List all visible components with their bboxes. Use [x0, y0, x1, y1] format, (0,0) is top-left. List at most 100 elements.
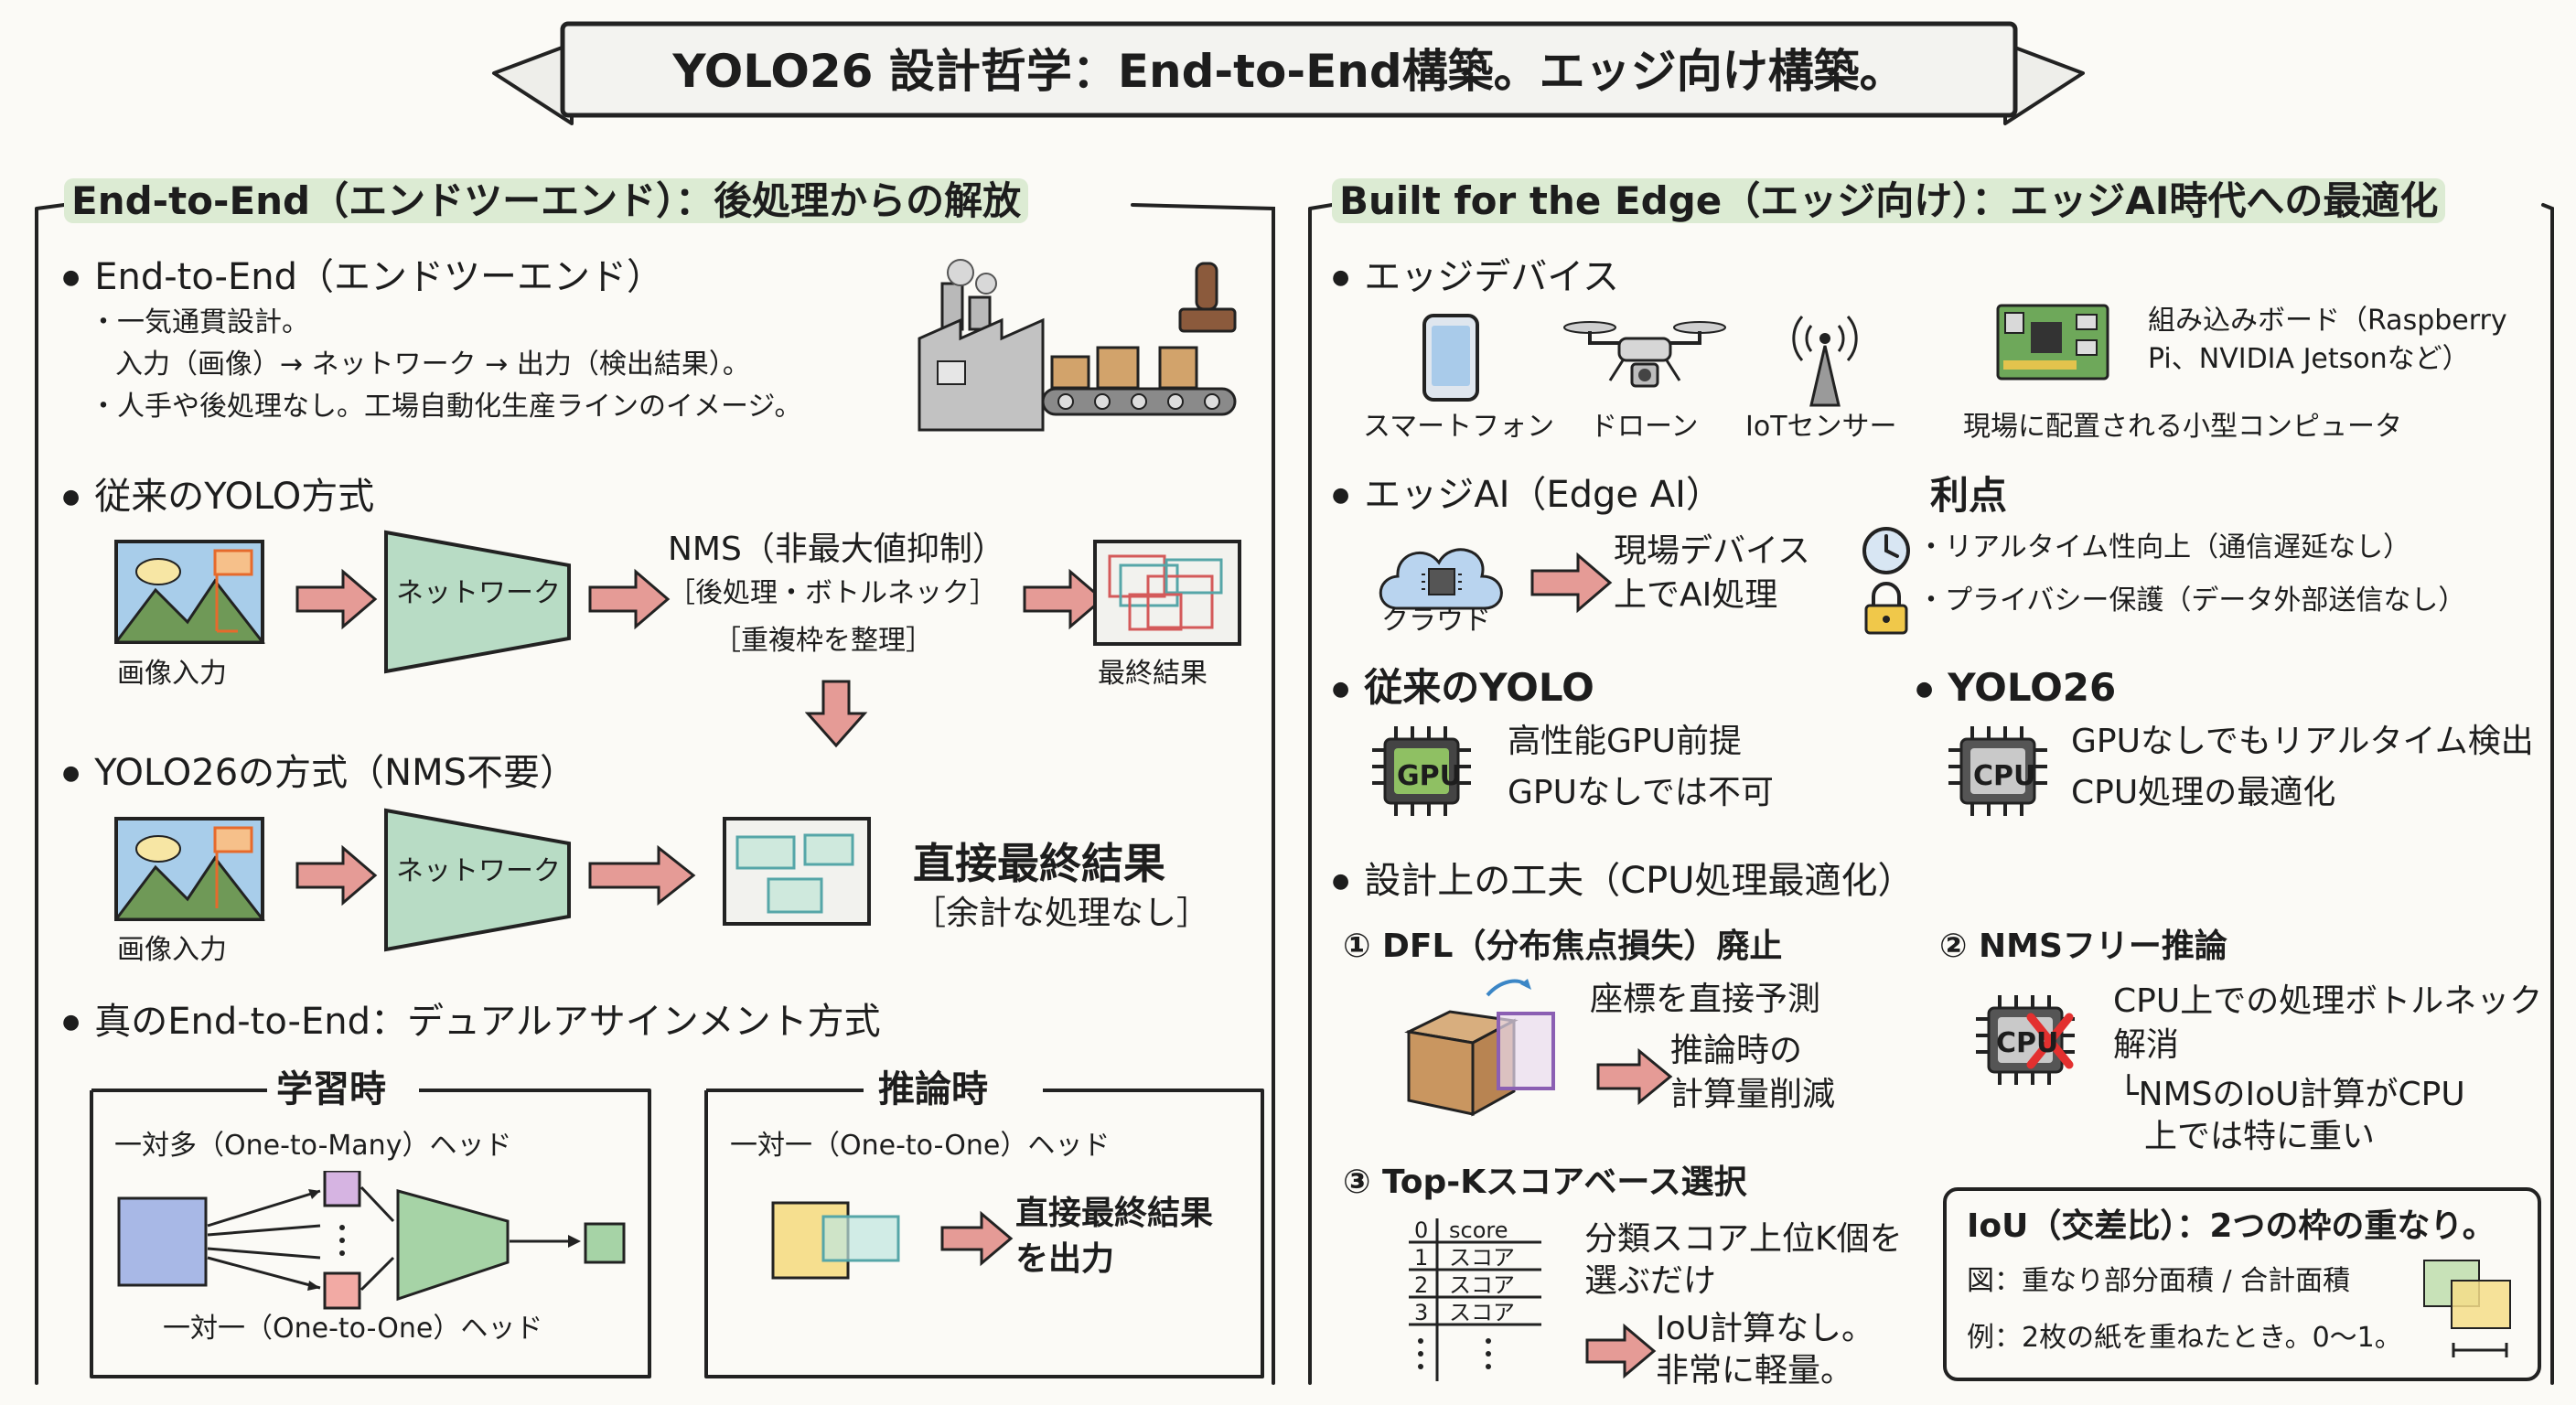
gpu-chip-label: GPU [1397, 760, 1462, 792]
s1-line1: ・一気通貫設計。 [90, 306, 309, 338]
benefits-title: 利点 [1930, 473, 2008, 518]
benefit1: ・リアルタイム性向上（通信遅延なし） [1917, 531, 2411, 563]
nms-line3: └NMSのIoU計算がCPU [2119, 1076, 2465, 1113]
topk-line2: 選ぶだけ [1584, 1262, 1717, 1300]
yolo26-line2: CPU処理の最適化 [2071, 774, 2336, 811]
topk-title: ③ Top-Kスコアベース選択 [1343, 1164, 1747, 1201]
arrow-icon [588, 844, 696, 906]
nms-line2: 解消 [2113, 1026, 2180, 1064]
iot-label: IoTセンサー [1745, 411, 1897, 443]
image-input-icon-2 [114, 817, 266, 921]
arrow-icon [295, 844, 378, 906]
s3-result-title: 直接最終結果 [913, 839, 1165, 888]
section-end-to-end-heading: End-to-End（エンドツーエンド） [62, 256, 663, 298]
box-coordinate-icon [1404, 979, 1555, 1117]
edge-devices-heading: エッジデバイス [1332, 256, 1619, 298]
cpu-chip-icon [1948, 726, 2047, 816]
factory-icon [918, 259, 1237, 432]
infer-result2: を出力 [1015, 1240, 1115, 1278]
embedded-board-icon [1996, 304, 2109, 381]
title-banner-shape [492, 21, 2085, 125]
train-head1: 一対多（One-to-Many）ヘッド [114, 1130, 512, 1162]
topk-head-score: score [1449, 1217, 1508, 1243]
edge-process-line1: 現場デバイス [1614, 532, 1810, 570]
legacy-line1: 高性能GPU前提 [1508, 723, 1742, 760]
section-legacy-yolo-heading: 従来のYOLO方式 [62, 476, 374, 518]
s3-input-label: 画像入力 [117, 934, 227, 966]
s1-line3: ・人手や後処理なし。工場自動化生産ラインのイメージ。 [90, 391, 802, 423]
smartphone-icon [1422, 314, 1479, 402]
infer-title: 推論時 [878, 1068, 988, 1110]
topk-line3: IoU計算なし。 [1656, 1310, 1874, 1347]
s3-network-label: ネットワーク [396, 855, 561, 887]
down-arrow-icon [805, 680, 868, 748]
topk-line4: 非常に軽量。 [1656, 1352, 1854, 1389]
yolo26-heading: YOLO26 [1916, 665, 2116, 710]
arrow-icon [1585, 1323, 1657, 1379]
board-line1: 組み込みボード（Raspberry [2148, 305, 2507, 337]
s1-line2: 入力（画像）→ ネットワーク → 出力（検出結果）。 [115, 349, 750, 381]
legacy-line2: GPUなしでは不可 [1508, 774, 1774, 811]
infer-result1: 直接最終結果 [1015, 1195, 1214, 1232]
image-input-icon-1 [114, 540, 266, 644]
gpu-chip-icon [1372, 726, 1471, 816]
iou-line1: IoU（交差比）：2つの枠の重なり。 [1967, 1207, 2496, 1245]
dfl-line3: 計算量削減 [1670, 1076, 1836, 1113]
iou-box [1943, 1187, 2541, 1381]
infer-head: 一対一（One-to-One）ヘッド [730, 1130, 1111, 1162]
s3-result-sub: ［余計な処理なし］ [913, 895, 1210, 932]
topk-row-idx: 3 [1414, 1300, 1429, 1325]
board-caption: 現場に配置される小型コンピュータ [1963, 411, 2402, 443]
network-block-2 [384, 808, 571, 952]
edge-process-line2: 上でAI処理 [1614, 576, 1778, 614]
table-ellipsis-icon [1418, 1338, 1491, 1369]
s2-nms-line2: ［後処理・ボトルネック］ [668, 577, 997, 609]
legacy-yolo-heading: 従来のYOLO [1332, 665, 1594, 710]
topk-head-idx: 0 [1414, 1217, 1429, 1243]
nms-line1: CPU上での処理ボトルネック [2113, 982, 2543, 1020]
topk-row-idx: 1 [1414, 1245, 1429, 1271]
page-title: YOLO26 設計哲学：End-to-End構築。エッジ向け構築。 [672, 45, 1905, 98]
s2-final-label: 最終結果 [1098, 658, 1208, 690]
cpu-chip-label: CPU [1973, 760, 2036, 792]
score-table-lines [1409, 1218, 1541, 1381]
lock-icon [1864, 582, 1908, 635]
iou-line2: 図：重なり部分面積 / 合計面積 [1967, 1265, 2351, 1297]
s2-nms-line3: ［重複枠を整理］ [714, 625, 933, 657]
right-panel-header: Built for the Edge（エッジ向け）：エッジAI時代への最適化 [1332, 178, 2446, 223]
section-yolo26-heading: YOLO26の方式（NMS不要） [62, 752, 576, 794]
s2-input-label: 画像入力 [117, 658, 227, 690]
nms-free-title: ② NMSフリー推論 [1939, 928, 2227, 965]
dfl-title: ① DFL（分布焦点損失）廃止 [1343, 928, 1783, 965]
phone-label: スマートフォン [1363, 411, 1555, 443]
topk-row-score: スコア [1449, 1300, 1515, 1325]
arrow-icon [940, 1210, 1014, 1267]
one-to-many-diagram [117, 1171, 626, 1310]
arrow-icon [1023, 568, 1105, 630]
s2-nms-line1: NMS（非最大値抑制） [668, 531, 1005, 568]
direct-result-icon [723, 817, 871, 926]
left-panel-header: End-to-End（エンドツーエンド）：後処理からの解放 [64, 178, 1029, 223]
nms-line4: 上では特に重い [2144, 1118, 2376, 1155]
board-line2: Pi、NVIDIA Jetsonなど） [2148, 343, 2470, 375]
iou-line3: 例：2枚の紙を重ねたとき。0〜1。 [1967, 1322, 2402, 1354]
arrow-icon [1596, 1047, 1673, 1106]
yolo26-line1: GPUなしでもリアルタイム検出 [2071, 723, 2534, 760]
arrow-icon [1530, 552, 1613, 614]
s2-network-label: ネットワーク [396, 577, 561, 609]
design-heading: 設計上の工夫（CPU処理最適化） [1332, 860, 1914, 902]
topk-row-idx: 2 [1414, 1272, 1429, 1298]
arrow-icon [588, 568, 671, 630]
benefit2: ・プライバシー保護（データ外部送信なし） [1917, 585, 2466, 617]
drone-label: ドローン [1590, 411, 1699, 443]
arrow-icon [295, 568, 378, 630]
topk-line1: 分類スコア上位K個を [1584, 1220, 1903, 1258]
topk-row-score: スコア [1449, 1245, 1515, 1271]
iot-sensor-icon [1792, 316, 1858, 407]
final-result-icon [1093, 540, 1241, 646]
train-title: 学習時 [276, 1068, 386, 1110]
cpu-blocked-icon [1976, 995, 2075, 1085]
clock-icon [1862, 527, 1910, 574]
network-block-1 [384, 530, 571, 674]
